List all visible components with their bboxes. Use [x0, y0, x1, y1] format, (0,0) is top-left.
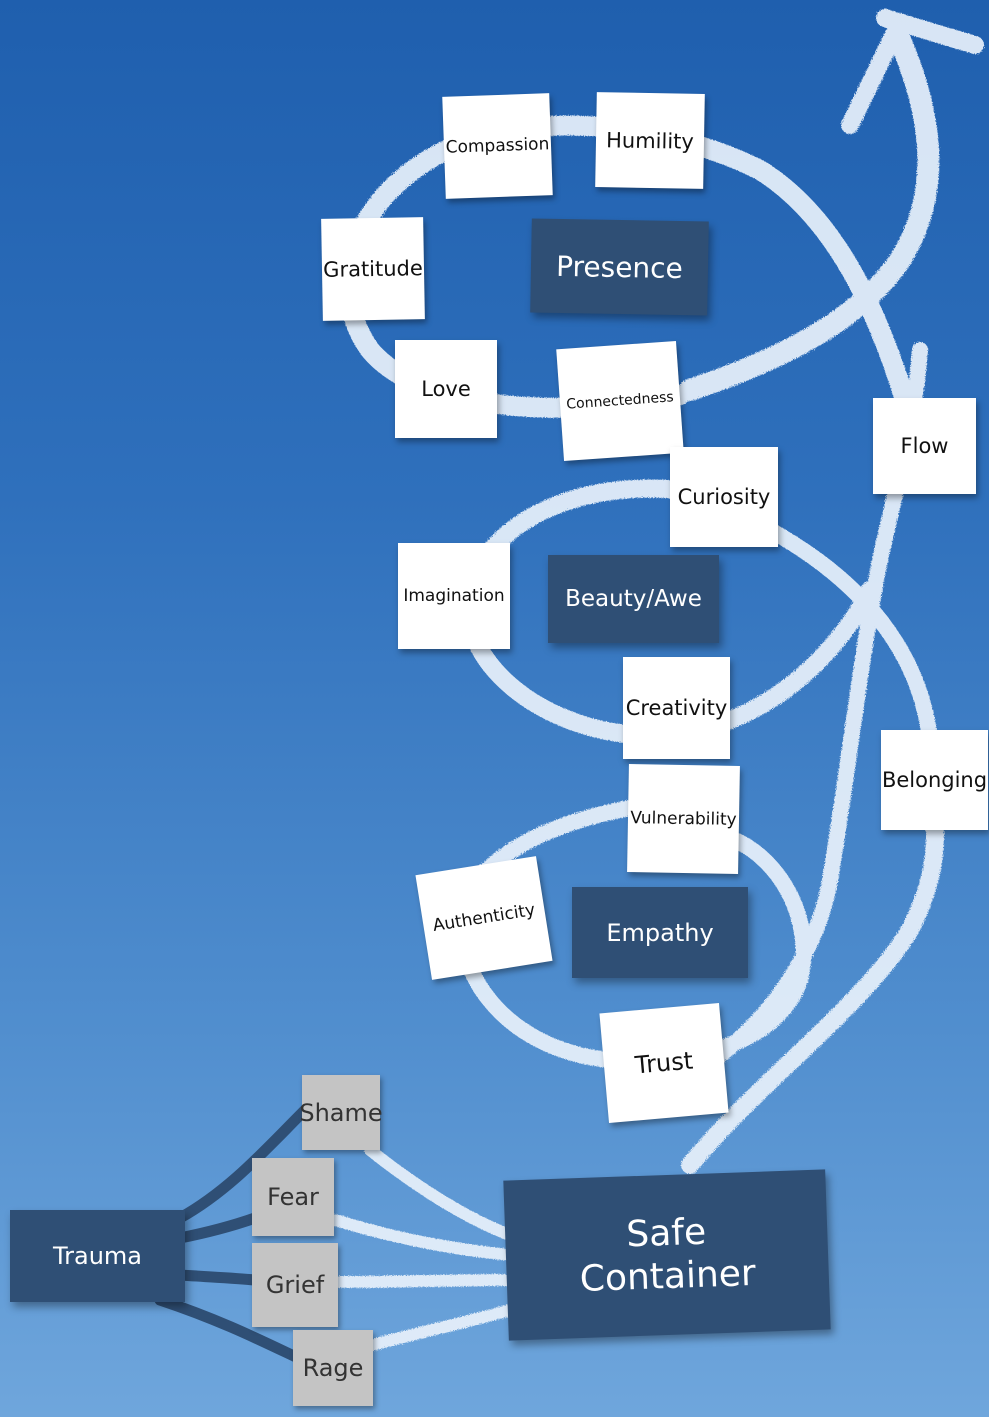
arrow-head-top: [876, 9, 984, 54]
box-trauma: Trauma: [10, 1210, 185, 1302]
note-love: Love: [395, 340, 497, 438]
shame-connector: [364, 1144, 516, 1241]
note-imagination: Imagination: [398, 543, 510, 649]
note-authenticity: Authenticity: [415, 856, 553, 980]
note-vulnerability: Vulnerability: [627, 764, 740, 874]
note-trust: Trust: [599, 1002, 729, 1124]
trauma-fear-link: [174, 1212, 261, 1244]
note-fear: Fear: [252, 1158, 334, 1236]
trauma-shame-link: [174, 1104, 311, 1224]
note-gratitude: Gratitude: [321, 217, 425, 321]
rage-connector: [366, 1304, 516, 1351]
note-humility: Humility: [595, 92, 705, 189]
note-compassion: Compassion: [442, 93, 553, 199]
arrow-shaft: [679, 29, 940, 401]
note-grief: Grief: [252, 1243, 338, 1327]
trauma-grief-link: [174, 1269, 261, 1286]
box-presence: Presence: [530, 218, 709, 316]
ascending-path: [681, 821, 944, 1174]
middle-loop-path: [459, 479, 879, 745]
note-shame: Shame: [299, 1075, 383, 1150]
box-beauty-awe: Beauty/Awe: [548, 555, 719, 643]
note-belonging: Belonging: [881, 730, 988, 830]
note-rage: Rage: [293, 1330, 373, 1406]
note-flow: Flow: [873, 398, 976, 494]
fear-connector: [329, 1214, 516, 1261]
arrow-head-left: [841, 13, 909, 134]
trauma-rage-link: [154, 1294, 304, 1364]
note-curiosity: Curiosity: [670, 447, 778, 547]
box-empathy: Empathy: [572, 887, 748, 978]
note-creativity: Creativity: [623, 657, 730, 759]
safe-container-line2: Container: [579, 1252, 757, 1301]
box-safe-container: Safe Container: [503, 1169, 831, 1341]
grief-connector: [334, 1274, 516, 1288]
middle-loop-return-path: [762, 522, 938, 748]
safe-container-line1: Safe: [625, 1211, 707, 1256]
note-connectedness: Connectedness: [556, 340, 684, 462]
